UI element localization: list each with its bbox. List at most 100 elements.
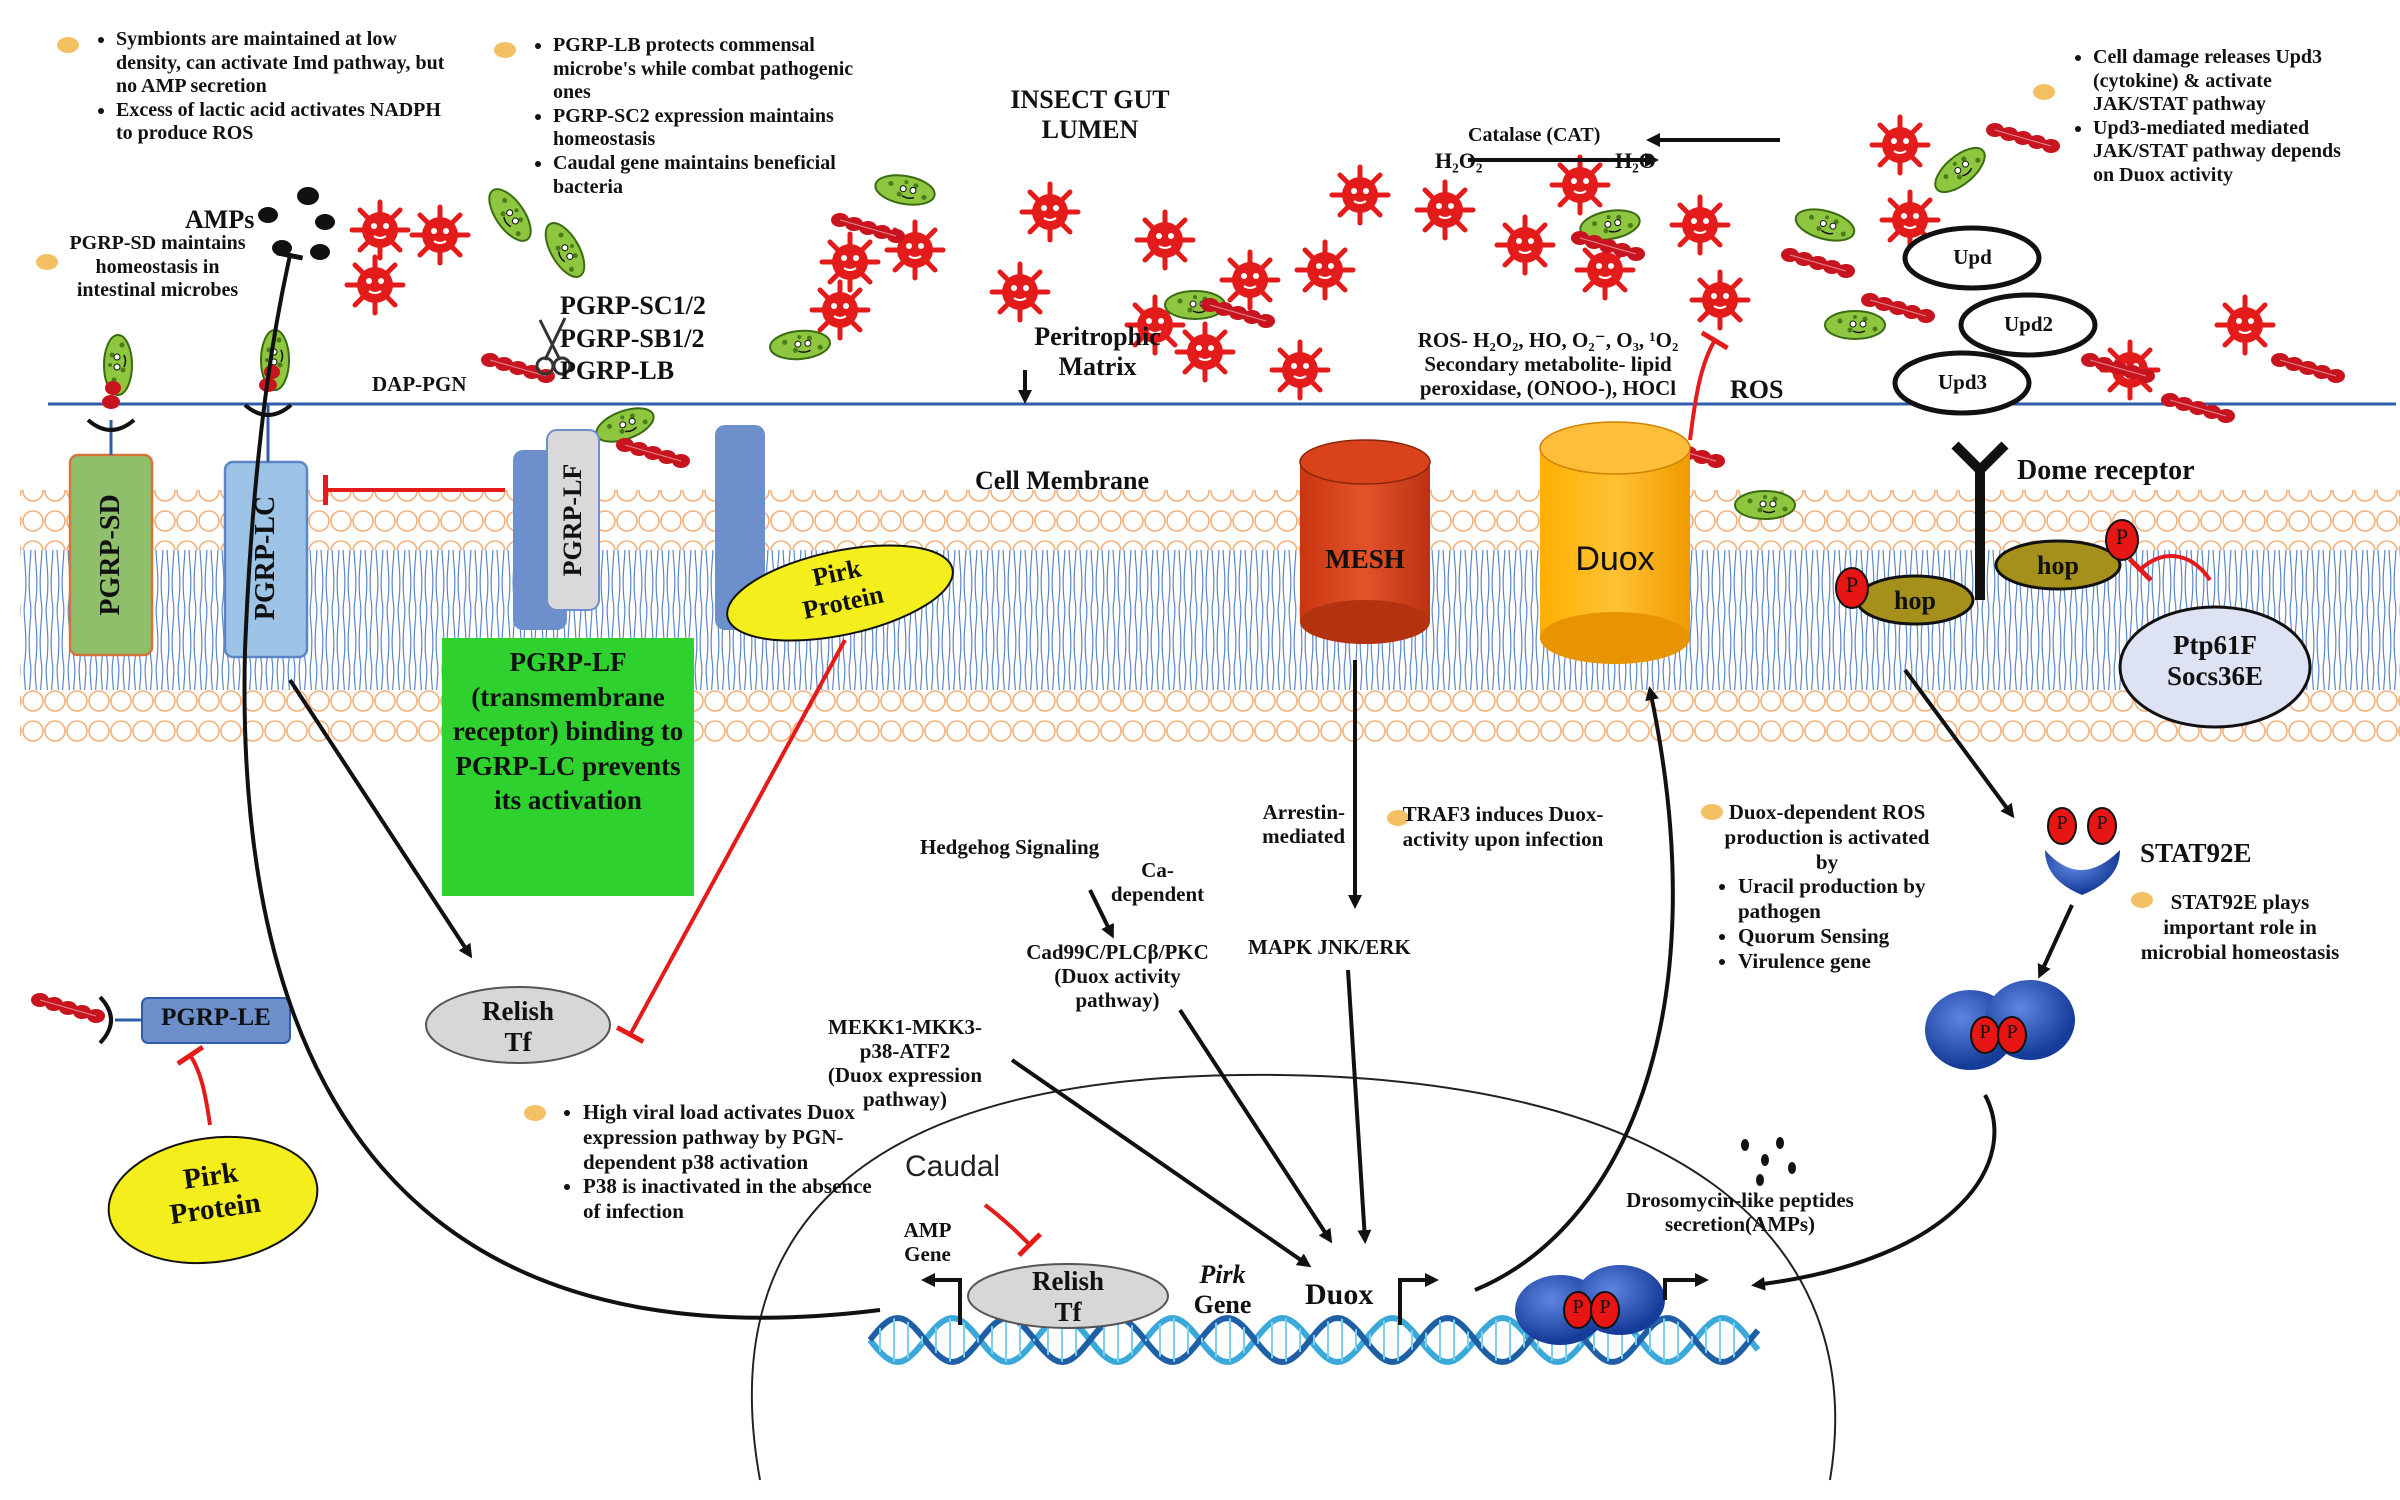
pirk-protein-membrane [726,544,954,642]
commensal-bacterium [1734,490,1796,520]
duox-dependent-note: Duox-dependent ROS production is activat… [1712,800,1942,973]
duox-dependent-head: Duox-dependent ROS production is activat… [1724,800,1930,874]
note-cell-damage-2: Upd3-mediated mediated JAK/STAT pathway … [2093,117,2345,188]
amp-dots [258,187,335,260]
upd3-label: Upd3 [1937,370,1988,394]
pgn-chain [1985,122,2061,154]
pathogen-germ [1497,217,1553,273]
pgrp-lb-notes: PGRP-LB protects commensal microbe's whi… [525,34,895,199]
ros-species-label: ROS- H₂O₂, HO, O₂⁻, O₃, ¹O₂ Secondary me… [1398,328,1698,400]
arrow-hop-stat [1903,668,2015,819]
mapk-label: MAPK JNK/ERK [1248,935,1411,959]
duox-gene-promoter [1398,1273,1439,1325]
pirk-gene-line2: Gene [1193,1289,1252,1319]
traf3-note: TRAF3 induces Duox-activity upon infecti… [1402,802,1604,851]
phospho-hop-right [2105,519,2139,561]
mekk-line1: MEKK1-MKK3- [828,1015,982,1039]
amps-label: AMPs [185,205,255,234]
peritrophic-line2: Matrix [1058,351,1137,381]
relish-tf-cytoplasm [425,986,611,1064]
pathogen-germ [1332,167,1388,223]
duox-dependent-item-3: Virulence gene [1738,949,1942,974]
pgrp-le-receptor [98,995,291,1045]
arrow-hedgehog-cad99c [1088,889,1114,939]
amp-gene-line2: Gene [904,1242,951,1267]
nuc-dimer-p2-label: P [1599,1296,1611,1318]
pgrp-sd-label: PGRP-SD [94,494,126,616]
cell-damage-notes: Cell damage releases Upd3 (cytokine) & a… [2065,46,2345,188]
upd-oval [1902,225,2042,291]
arrestin-line2: mediated [1262,824,1345,849]
h2o2-label: H₂O₂ [1435,148,1483,173]
viral-load-notes: High viral load activates Duox expressio… [555,1100,875,1224]
hop-left-label: hop [1894,586,1936,615]
pgrp-lc-label: PGRP-LC [249,495,281,621]
note-cell-damage-1: Cell damage releases Upd3 (cytokine) & a… [2093,46,2345,117]
relish-tf-nucleus-label: Relish Tf [968,1266,1168,1328]
pathogen-germ [347,257,403,313]
mekk-line3: (Duox expression [827,1063,983,1088]
arrow-amp-gene-to-amps [242,250,881,1320]
scissors-icon [535,317,572,376]
stat92e-monomer [2045,807,2120,895]
stat-p1-label: P [2056,812,2068,834]
stat92e-label: STAT92E [2140,838,2252,868]
arrow-mekk-duox [1010,1058,1312,1268]
pathogen-germ [992,264,1048,320]
phospho-hop-left-label: P [1845,572,1859,597]
stat92e-note: STAT92E plays important role in microbia… [2140,890,2340,964]
pathogen-germ [812,282,868,338]
phospho-hop-right-label: P [2115,524,2129,549]
note-symbionts-1: Symbionts are maintained at low density,… [116,28,448,99]
phospho-hop-left [1835,567,1869,609]
pgn-chain [2160,392,2236,424]
inhibit-caudal-relish [983,1203,1043,1258]
pathogen-germ [352,202,408,258]
ptp61f-socs36e-label: Ptp61F Socs36E [2120,630,2310,692]
duox-dependent-item-1: Uracil production by pathogen [1738,874,1942,924]
note-pgrp-lb-2: PGRP-SC2 expression maintains homeostasi… [553,105,895,152]
duox-gene-label: Duox [1305,1278,1374,1311]
pathogen-germ [1417,182,1473,238]
peritrophic-matrix-label: Peritrophic Matrix [1010,322,1185,382]
pirk-gene-label: Pirk Gene [1175,1260,1270,1320]
pathogen-germ [1177,324,1233,380]
pirk-gene-line1: Pirk [1199,1260,1246,1289]
pathogen-germ [1272,342,1328,398]
drosomycin-line1: Drosomycin-like peptides [1626,1188,1854,1212]
pathogen-germ [1297,242,1353,298]
pathogen-germ [1872,117,1928,173]
ca-dependent-label: Ca- dependent [1090,858,1225,906]
commensal-bacterium [1791,202,1859,248]
upd2-oval [1958,292,2098,358]
relish-nuc-line1: Relish [1031,1266,1104,1296]
pgrp-lf-label: PGRP-LF [558,463,588,577]
pgrp-sc12-label: PGRP-SC1/2 [560,291,706,320]
arrow-duox-gene-to-duox [1474,686,1675,1292]
pgn-chain [2270,352,2346,384]
arrow-stat-dimer [2037,904,2074,979]
mesh-cylinder [1299,439,1431,644]
commensal-bacterium [1927,138,1993,202]
pathogen-germ [1137,212,1193,268]
nuc-dimer-p1-label: P [1572,1296,1584,1318]
stat-p2-label: P [2096,812,2108,834]
ptp61f-socs36e-oval [2118,605,2312,729]
arrow-stat-nucleus [1751,1094,1997,1291]
commensal-bacterium [767,327,833,363]
upd-label: Upd [1953,245,1992,269]
mekk-line4: pathway) [862,1087,947,1112]
hop-right-label: hop [2037,551,2079,580]
ca-line1: Ca- [1141,858,1174,882]
ros-label: ROS [1730,375,1784,404]
pgn-chain [30,992,106,1024]
arrow-mapk-duox [1346,969,1372,1244]
inhibit-pirk-relish [615,639,847,1044]
cad99c-line3: pathway) [1075,988,1160,1013]
duox-membrane-label: Duox [1575,540,1655,578]
ptp61f-label: Ptp61F [2173,630,2257,660]
upd2-label: Upd2 [2003,312,2054,336]
arrow-lc-relish [288,678,473,959]
pgrp-lf-info-box [442,638,694,896]
